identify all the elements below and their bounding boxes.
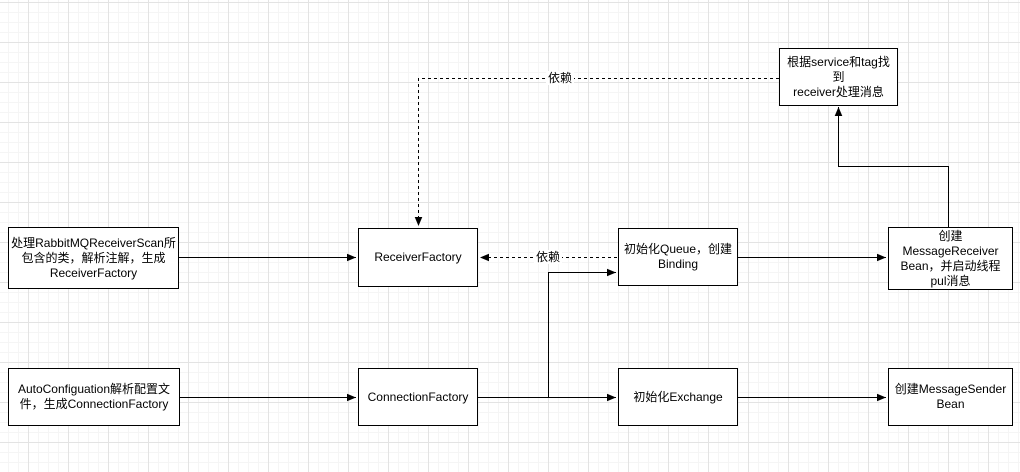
node-rabbitmq-receiver-scan[interactable]: 处理RabbitMQReceiverScan所 包含的类，解析注解，生成 Rec…: [8, 227, 179, 289]
node-init-queue-binding[interactable]: 初始化Queue，创建 Binding: [618, 228, 738, 286]
edge-label-dependency-mid[interactable]: 依赖: [533, 250, 563, 264]
node-receiver-factory[interactable]: ReceiverFactory: [358, 228, 478, 287]
node-find-receiver-by-service-tag[interactable]: 根据service和tag找到 receiver处理消息: [779, 48, 898, 106]
edge-find-receiver-depends-receiver-factory[interactable]: [414, 78, 780, 227]
node-init-exchange[interactable]: 初始化Exchange: [618, 368, 738, 426]
node-connection-factory[interactable]: ConnectionFactory: [358, 368, 478, 426]
node-create-message-sender-bean[interactable]: 创建MessageSender Bean: [888, 368, 1013, 426]
edge-connection-factory-to-queue[interactable]: [548, 268, 617, 398]
edge-message-receiver-to-find-receiver[interactable]: [834, 107, 949, 227]
node-auto-configuration[interactable]: AutoConfiguation解析配置文 件，生成ConnectionFact…: [8, 368, 180, 426]
edge-label-dependency-top[interactable]: 依赖: [545, 71, 575, 85]
node-create-message-receiver-bean[interactable]: 创建 MessageReceiver Bean，并启动线程 pul消息: [888, 227, 1013, 290]
